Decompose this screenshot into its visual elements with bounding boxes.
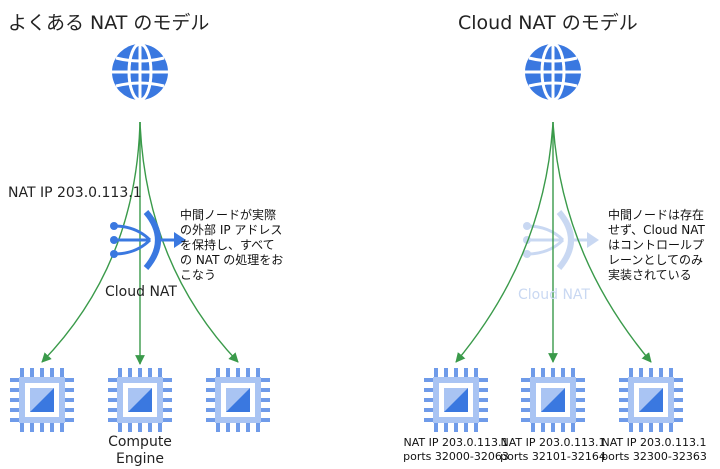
vm-chip-icon	[10, 368, 74, 432]
nat-ip-text: NAT IP 203.0.113.1	[403, 436, 509, 449]
note-line: せず、Cloud NAT	[608, 223, 705, 237]
internet-globe-icon	[523, 42, 583, 102]
vm-port-label: NAT IP 203.0.113.1 ports 32101-32164	[491, 436, 615, 464]
note-line: こなう	[180, 268, 217, 282]
nat-ip-text: NAT IP 203.0.113.1	[500, 436, 606, 449]
left-arrow-to-vm-1	[41, 121, 141, 363]
note-line: の NAT の処理をお	[180, 253, 284, 267]
note-line: 中間ノードが実際	[180, 208, 277, 222]
right-note: 中間ノードは存在 せず、Cloud NAT はコントロールプ レーンとしてのみ …	[608, 208, 718, 283]
right-arrow-to-vm-3	[552, 121, 652, 363]
internet-globe-icon	[110, 42, 170, 102]
vm-chip-icon	[108, 368, 172, 432]
note-line: はコントロールプ	[608, 238, 705, 252]
note-line: を保持し、すべて	[180, 238, 275, 252]
ports-text: ports 32000-32063	[403, 450, 509, 463]
note-line: の外部 IP アドレス	[180, 223, 283, 237]
vm-chip-icon	[521, 368, 585, 432]
vm-chip-icon	[206, 368, 270, 432]
vm-port-label: NAT IP 203.0.113.1 ports 32000-32063	[394, 436, 518, 464]
right-arrow-to-vm-1	[455, 121, 554, 363]
cloud-nat-icon	[110, 212, 186, 268]
vm-port-label: NAT IP 203.0.113.1 ports 32300-32363	[592, 436, 716, 464]
left-arrow-to-vm-3	[139, 121, 239, 363]
ports-text: ports 32300-32363	[601, 450, 707, 463]
ports-text: ports 32101-32164	[500, 450, 606, 463]
compute-engine-label: Compute Engine	[100, 434, 180, 468]
nat-ip-text: NAT IP 203.0.113.1	[601, 436, 707, 449]
vm-chip-icon	[619, 368, 683, 432]
note-line: 中間ノードは存在	[608, 208, 705, 222]
cloud-nat-label: Cloud NAT	[105, 284, 177, 300]
vm-chip-icon	[424, 368, 488, 432]
left-title: よくある NAT のモデル	[8, 12, 210, 34]
label-line: Compute	[108, 434, 172, 450]
note-line: レーンとしてのみ	[608, 253, 704, 267]
left-note: 中間ノードが実際 の外部 IP アドレス を保持し、すべて の NAT の処理を…	[180, 208, 300, 283]
nat-ip-label: NAT IP 203.0.113.1	[8, 185, 142, 201]
label-line: Engine	[116, 451, 164, 467]
cloud-nat-faded-label: Cloud NAT	[518, 287, 590, 303]
note-line: 実装されている	[608, 268, 692, 282]
right-title: Cloud NAT のモデル	[458, 12, 638, 34]
